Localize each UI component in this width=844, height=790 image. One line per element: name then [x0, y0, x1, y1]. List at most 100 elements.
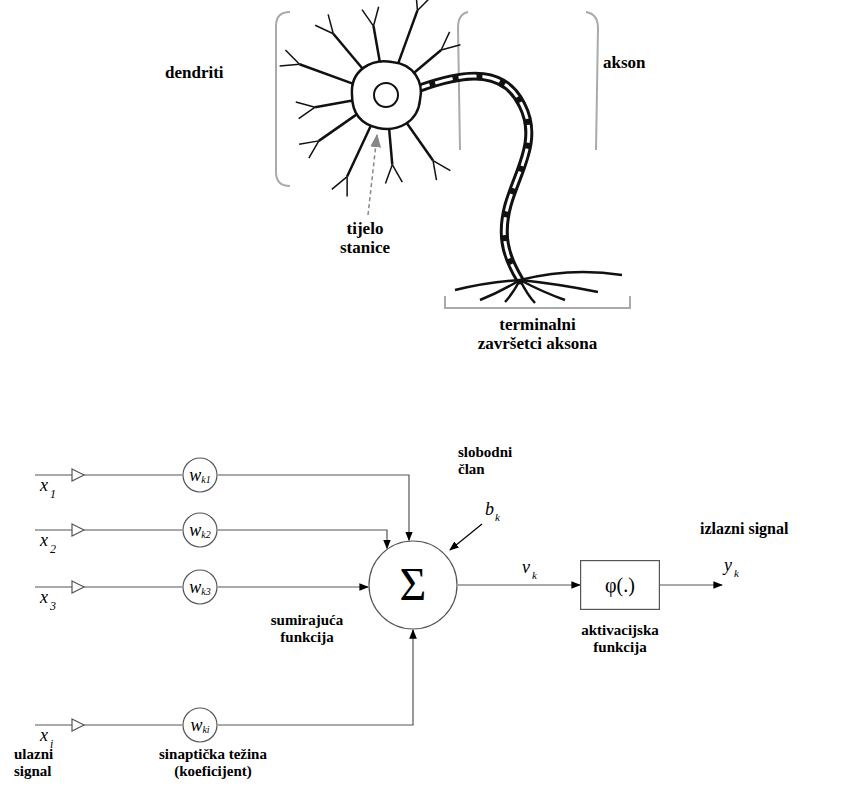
dendrite-branch: [315, 25, 333, 33]
subscript: 3: [50, 600, 56, 613]
input-wire: [84, 586, 182, 587]
node-text: φ(.): [580, 560, 660, 610]
subscript: k1: [201, 475, 210, 485]
annotation: sumirajuća funkcija: [252, 612, 362, 645]
rect-outline: [581, 561, 660, 610]
dendrite-branch: [433, 161, 450, 171]
circle-outline: [369, 541, 457, 629]
subscript: ki: [202, 725, 209, 735]
dendrite: [406, 121, 434, 160]
dendrite-branch: [416, 0, 418, 10]
dendrite: [373, 26, 380, 63]
signal-symbol: x: [40, 588, 48, 608]
myelin-sheath: [420, 76, 529, 280]
node-text: wk3: [182, 569, 218, 605]
node-text: wk1: [182, 457, 218, 493]
subscript: 1: [50, 488, 56, 501]
signal-symbol: b: [485, 500, 494, 520]
input-wire: [84, 474, 182, 475]
subscript: 2: [50, 543, 56, 556]
summing-junction: Σ: [368, 540, 458, 630]
dendrite-branch: [299, 141, 319, 144]
annotation: slobodni član: [458, 444, 533, 477]
node-label: Σ: [400, 562, 427, 608]
weight-circle: wki: [182, 707, 218, 743]
circle-outline: [183, 513, 217, 547]
input-triangle: [72, 581, 84, 593]
activation-box: φ(.): [580, 560, 660, 610]
node-label: w: [189, 466, 201, 484]
neuron-illustration: [280, 0, 622, 303]
leader-line: [368, 135, 377, 215]
dendrite: [315, 101, 352, 108]
circle-outline: [183, 708, 217, 742]
dendrite-branch: [392, 165, 402, 182]
annotation: aktivacijska funkcija: [560, 622, 680, 655]
input-triangle: [72, 719, 84, 731]
dendrite-branch: [433, 161, 436, 181]
annotation: izlazni signal: [700, 520, 840, 538]
dendrite-branch: [373, 7, 378, 26]
circle-outline: [183, 458, 217, 492]
bracket: [276, 12, 290, 186]
dendrite-branch: [328, 14, 333, 33]
node-text: wk2: [182, 512, 218, 548]
dendrite: [412, 50, 441, 74]
subscript: k: [532, 569, 537, 581]
dendrite: [319, 113, 358, 141]
part-label: akson: [603, 54, 646, 73]
input-triangle: [72, 524, 84, 536]
input-wire: [84, 724, 182, 725]
node-text: wki: [182, 707, 218, 743]
dendrite-branch: [417, 0, 431, 10]
dendrite: [347, 124, 372, 177]
subscript: k2: [201, 530, 210, 540]
signal-symbol: v: [522, 558, 530, 578]
subscript: k: [495, 511, 500, 523]
dendrite-branch: [385, 165, 392, 184]
connector: [218, 530, 387, 548]
dendrite-branch: [346, 177, 348, 197]
dendrite-branch: [296, 102, 315, 107]
axon-terminal: [520, 272, 622, 280]
node-label: φ(.): [605, 575, 635, 595]
annotation: ulazni signal: [14, 746, 76, 779]
dendrite-branch: [285, 50, 299, 64]
node-label: w: [189, 521, 201, 539]
annotation: sinaptička težina (koeficijent): [128, 746, 298, 779]
bracket: [445, 296, 630, 308]
dendrite: [333, 34, 364, 71]
node-label: w: [189, 578, 201, 596]
dendrite-branch: [280, 64, 300, 66]
circle-outline: [183, 570, 217, 604]
connector: [458, 584, 580, 585]
part-label: tijelo stanice: [325, 220, 405, 257]
dendrite-branch: [309, 141, 319, 158]
output-wire: [660, 584, 722, 585]
cell-body: [352, 61, 421, 129]
dendrite: [398, 10, 418, 65]
dendrite-branch: [441, 45, 460, 50]
subscript: k3: [201, 587, 210, 597]
dendrite: [300, 64, 355, 84]
input-wire: [84, 529, 182, 530]
connector: [218, 586, 368, 587]
dendrite: [389, 127, 392, 165]
signal-symbol: x: [40, 476, 48, 496]
dendrite-branch: [441, 32, 449, 50]
weight-circle: wk2: [182, 512, 218, 548]
axon-terminal: [520, 280, 598, 292]
axon-terminal: [505, 280, 520, 302]
input-triangle: [72, 469, 84, 481]
dendrite-branch: [332, 177, 347, 190]
weight-circle: wk3: [182, 569, 218, 605]
part-label: terminalni završetci aksona: [470, 316, 605, 353]
signal-symbol: x: [40, 726, 48, 746]
signal-symbol: x: [40, 531, 48, 551]
subscript: k: [734, 567, 739, 579]
weight-circle: wk1: [182, 457, 218, 493]
dendrite-branch: [362, 10, 373, 26]
